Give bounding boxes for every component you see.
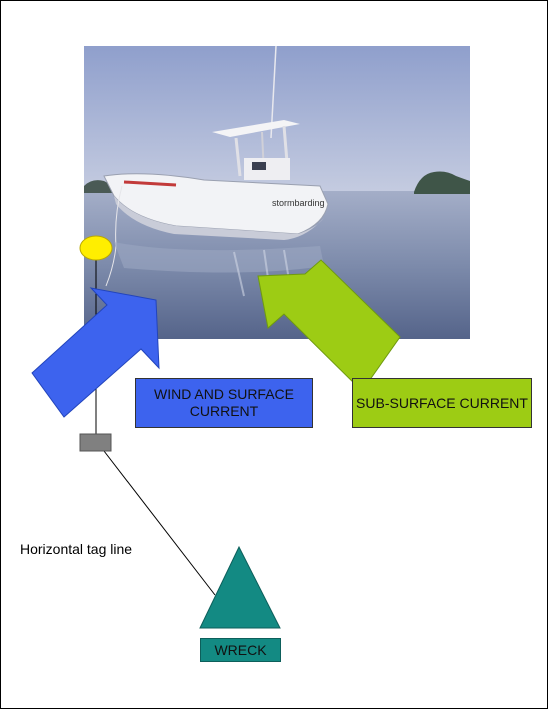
tag-line-label: Horizontal tag line	[20, 541, 133, 557]
hull-stripe	[123, 180, 177, 187]
boat-photo: stormbarding	[84, 46, 470, 339]
t-top-canopy	[212, 120, 300, 137]
wreck-label: WRECK	[200, 638, 281, 662]
treeline-right	[414, 171, 470, 194]
boat-reflection	[114, 242, 324, 273]
weight	[79, 433, 112, 452]
buoy	[79, 235, 113, 261]
hull-shadow	[114, 196, 324, 240]
wreck-marker	[199, 545, 281, 629]
wind-current-arrow	[31, 287, 160, 418]
hull-text: stormbarding	[272, 198, 325, 208]
subsurface-current-arrow	[257, 259, 401, 392]
wind-current-label: WIND AND SURFACE CURRENT	[135, 378, 313, 428]
tag-line	[103, 450, 216, 596]
subsurface-current-label: SUB-SURFACE CURRENT	[352, 378, 532, 428]
hull	[103, 173, 329, 235]
